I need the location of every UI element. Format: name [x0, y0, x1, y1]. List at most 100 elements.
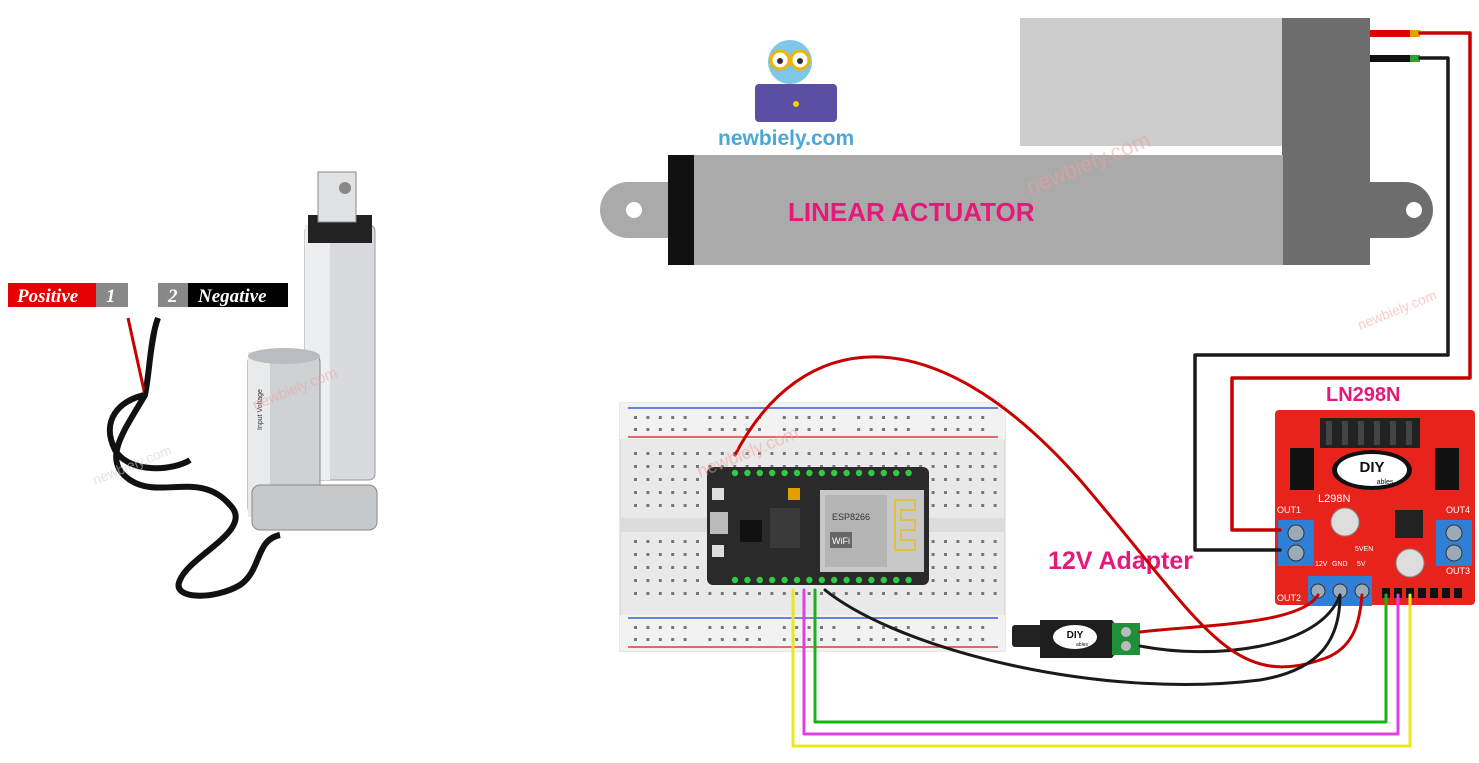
breadboard-hole [720, 626, 724, 629]
breadboard-hole [993, 579, 997, 582]
breadboard-hole [720, 452, 724, 455]
heatsink-fin [1406, 421, 1412, 445]
breadboard-hole [931, 553, 935, 556]
breadboard-hole [708, 592, 712, 595]
out1-label: OUT1 [1277, 505, 1301, 515]
breadboard-hole [894, 452, 898, 455]
breadboard-hole [857, 638, 861, 641]
breadboard-hole [795, 416, 799, 419]
breadboard-hole [869, 465, 873, 468]
breadboard-hole [882, 626, 885, 629]
breadboard-hole [634, 478, 637, 481]
breadboard-hole [931, 566, 935, 569]
breadboard-hole [931, 540, 935, 543]
breadboard-hole [968, 452, 972, 455]
mcu-pin [843, 469, 850, 477]
breadboard-hole [646, 566, 650, 569]
wire-adapter-red [1138, 593, 1320, 634]
breadboard-hole [968, 579, 972, 582]
breadboard-hole [671, 540, 675, 543]
breadboard-hole [981, 452, 985, 455]
mcu-pin [893, 469, 900, 477]
breadboard-hole [683, 540, 687, 543]
breadboard-hole [869, 626, 873, 629]
breadboard-hole [634, 626, 637, 629]
breadboard-hole [857, 465, 861, 468]
breadboard-hole [968, 540, 972, 543]
wire-adapter-black [1138, 593, 1342, 654]
breadboard-hole [807, 592, 811, 595]
mcu-pin [756, 469, 763, 477]
breadboard-hole [671, 626, 675, 629]
mcu-pin [793, 576, 801, 584]
breadboard-hole [882, 416, 885, 419]
breadboard-hole [931, 626, 935, 629]
breadboard-hole [931, 416, 935, 419]
mcu-pin [893, 576, 900, 584]
button-flash [712, 488, 724, 500]
breadboard-hole [894, 638, 898, 641]
breadboard-hole [931, 504, 935, 507]
breadboard-hole [745, 465, 749, 468]
actuator-body-print: Input Voltage [257, 389, 264, 430]
breadboard-hole [646, 416, 650, 419]
breadboard-hole [696, 491, 699, 494]
breadboard-hole [634, 491, 637, 494]
breadboard-hole [919, 592, 923, 595]
breadboard-hole [634, 553, 637, 556]
breadboard-hole [820, 626, 823, 629]
breadboard-hole [857, 428, 861, 431]
breadboard-hole [634, 579, 637, 582]
breadboard-hole [944, 566, 947, 569]
l298n-driver: DIY ables L298N OUT1 OUT2 OUT4 OUT3 12V … [1275, 384, 1475, 606]
breadboard-hole [671, 504, 675, 507]
esp8266-board: ESP8266 WiFi [707, 467, 929, 585]
breadboard-hole [981, 478, 985, 481]
out4-label: OUT4 [1446, 505, 1470, 515]
breadboard-hole [658, 504, 662, 507]
breadboard-hole [807, 465, 811, 468]
breadboard-hole [634, 638, 637, 641]
breadboard-hole [869, 452, 873, 455]
breadboard-hole [696, 452, 699, 455]
breadboard-hole [944, 638, 947, 641]
breadboard-hole [683, 491, 687, 494]
mcu-pin [831, 576, 838, 584]
breadboard-hole [758, 428, 761, 431]
mcu-pin [843, 576, 850, 584]
breadboard-hole [906, 638, 910, 641]
breadboard-hole [683, 626, 687, 629]
breadboard-hole [683, 416, 687, 419]
heatsink-fin [1342, 421, 1348, 445]
adapter-label: 12V Adapter [1048, 547, 1193, 575]
gnd-label: GND [1332, 561, 1348, 568]
breadboard-hole [696, 579, 699, 582]
breadboard-hole [931, 478, 935, 481]
breadboard-hole [671, 478, 675, 481]
breadboard-hole [956, 478, 960, 481]
breadboard-hole [944, 592, 947, 595]
breadboard-hole [782, 626, 786, 629]
breadboard-hole [708, 638, 712, 641]
breadboard-hole [857, 452, 861, 455]
wire-actuator-black [1193, 56, 1450, 552]
breadboard-hole [906, 592, 910, 595]
mcu-pin [793, 469, 801, 477]
breadboard-hole [646, 491, 650, 494]
breadboard-hole [894, 465, 898, 468]
power-adapter: DIY ables 12V Adapter [1012, 547, 1193, 658]
12v-label: 12V [1315, 561, 1328, 568]
breadboard-hole [882, 452, 885, 455]
breadboard-hole [832, 626, 836, 629]
breadboard-hole [720, 416, 724, 419]
mcu-pin [769, 576, 776, 584]
driver-control-header [1382, 588, 1462, 598]
negative-label-box [188, 283, 288, 307]
actuator-mount-right [1370, 182, 1433, 238]
breadboard-hole [956, 540, 960, 543]
breadboard-hole [646, 478, 650, 481]
breadboard-hole [882, 592, 885, 595]
breadboard-hole [758, 626, 761, 629]
